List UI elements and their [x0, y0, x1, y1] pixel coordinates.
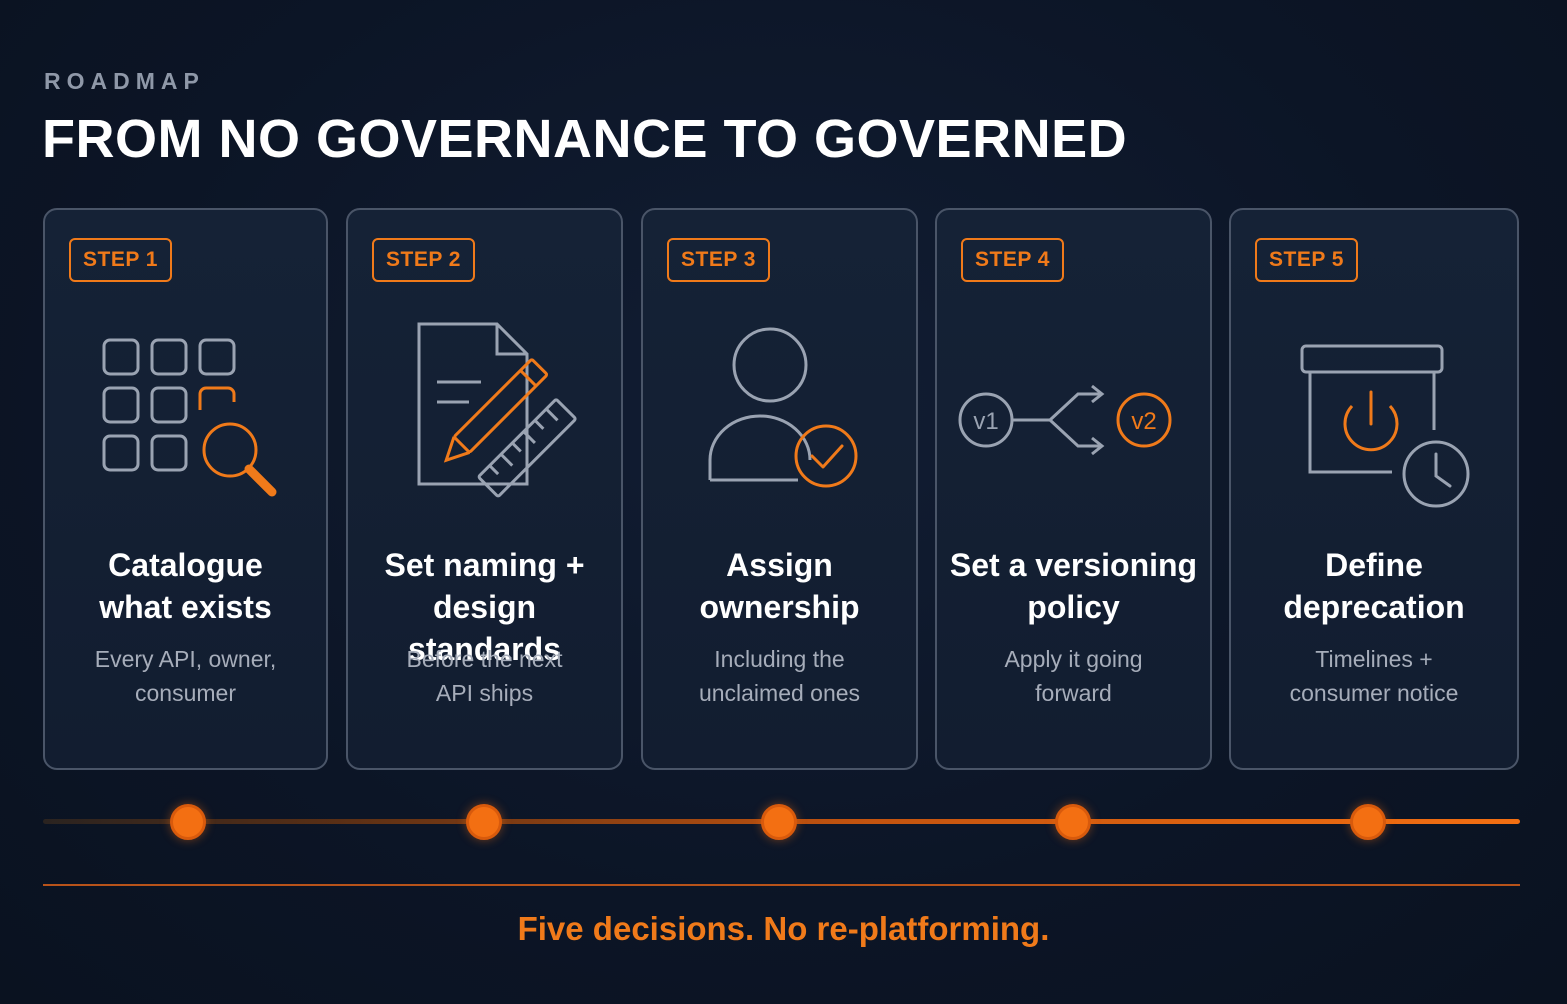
- step-title: Assign ownership: [699, 547, 860, 625]
- version-label-v2: v2: [1131, 408, 1156, 435]
- document-pencil-ruler-icon: [348, 310, 621, 510]
- user-check-icon: [643, 310, 916, 510]
- timeline-dot-1: [170, 804, 206, 840]
- page-title: FROM NO GOVERNANCE TO GOVERNED: [42, 109, 1128, 169]
- catalogue-search-icon: [45, 310, 326, 510]
- timeline-dot-2: [466, 804, 502, 840]
- step-card-3: STEP 3 Assign ownership Including the un…: [641, 208, 918, 770]
- timeline-dot-4: [1055, 804, 1091, 840]
- step-badge: STEP 1: [69, 238, 172, 282]
- archive-power-clock-icon: [1231, 310, 1517, 510]
- step-card-5: STEP 5 Define deprecation Timelines + co…: [1229, 208, 1519, 770]
- step-subtitle: Before the next API ships: [406, 646, 563, 706]
- step-badge: STEP 3: [667, 238, 770, 282]
- version-label-v1: v1: [973, 408, 998, 435]
- timeline-dot-5: [1350, 804, 1386, 840]
- step-subtitle: Every API, owner, consumer: [94, 646, 277, 706]
- step-card-1: STEP 1 Catalogue what exists Every API, …: [43, 208, 328, 770]
- version-branch-icon: v1 v2: [937, 310, 1210, 510]
- step-title: Set a versioning policy: [949, 547, 1198, 625]
- step-title: Set naming + design standards: [384, 547, 585, 667]
- step-subtitle: Apply it going forward: [1004, 646, 1143, 706]
- step-badge: STEP 4: [961, 238, 1064, 282]
- step-title: Catalogue what exists: [99, 547, 272, 625]
- step-badge: STEP 5: [1255, 238, 1358, 282]
- step-card-2: STEP 2: [346, 208, 623, 770]
- step-badge: STEP 2: [372, 238, 475, 282]
- eyebrow-label: ROADMAP: [44, 68, 205, 94]
- step-subtitle: Including the unclaimed ones: [698, 646, 861, 706]
- step-card-4: STEP 4 v1 v2 Set a versioning policy App…: [935, 208, 1212, 770]
- footer-tagline: Five decisions. No re-platforming.: [517, 910, 1050, 947]
- timeline-dot-3: [761, 804, 797, 840]
- step-title: Define deprecation: [1283, 547, 1465, 625]
- footer-divider: [43, 884, 1520, 886]
- step-subtitle: Timelines + consumer notice: [1289, 646, 1459, 706]
